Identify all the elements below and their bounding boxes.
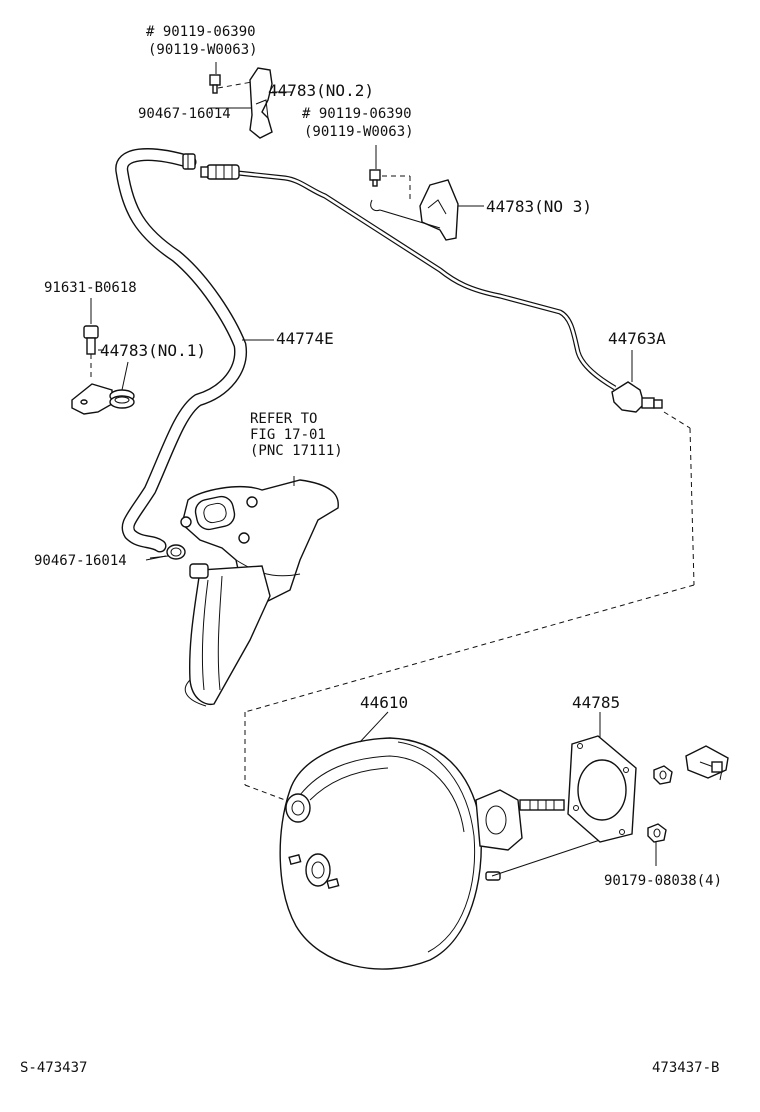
label-bolt-no3: # 90119-06390 bbox=[302, 106, 412, 122]
bracket-no3 bbox=[369, 145, 484, 241]
footer-right-code: 473437-B bbox=[652, 1060, 719, 1076]
label-bracket-no2: 44783(NO.2) bbox=[268, 81, 374, 100]
brake-booster-44610 bbox=[279, 711, 601, 970]
vacuum-pipe bbox=[237, 170, 617, 391]
hose-clip-top bbox=[182, 153, 196, 170]
label-clip-bottom: 90467-16014 bbox=[34, 553, 127, 569]
label-nut: 90179-08038(4) bbox=[604, 873, 722, 889]
label-bolt-no2-alt: (90119-W0063) bbox=[148, 42, 258, 58]
label-bolt-no3-alt: (90119-W0063) bbox=[304, 124, 414, 140]
intake-manifold bbox=[180, 476, 339, 707]
gasket-44785 bbox=[567, 712, 637, 843]
leader-lines bbox=[98, 339, 274, 561]
label-bolt-no1: 91631-B0618 bbox=[44, 280, 137, 296]
check-valve-44763a bbox=[244, 350, 695, 801]
label-refer-line1: REFER TO bbox=[250, 411, 317, 427]
label-valve: 44763A bbox=[608, 329, 666, 348]
label-refer-line2: FIG 17-01 bbox=[250, 427, 326, 443]
label-refer-line3: (PNC 17111) bbox=[250, 443, 343, 459]
label-booster: 44610 bbox=[360, 693, 408, 712]
footer-left-code: S-473437 bbox=[20, 1060, 87, 1076]
part-labels: # 90119-06390 (90119-W0063) 44783(NO.2) … bbox=[20, 24, 722, 1076]
label-bolt-no2: # 90119-06390 bbox=[146, 24, 256, 40]
bracket-no1 bbox=[71, 298, 135, 415]
nuts-and-clevis bbox=[647, 745, 729, 866]
bracket-no2 bbox=[209, 62, 292, 139]
label-bracket-no3: 44783(NO 3) bbox=[486, 197, 592, 216]
label-clip-top: 90467-16014 bbox=[138, 106, 231, 122]
pipe-connector bbox=[200, 164, 240, 180]
label-bracket-no1: 44783(NO.1) bbox=[100, 341, 206, 360]
label-hose: 44774E bbox=[276, 329, 334, 348]
label-gasket: 44785 bbox=[572, 693, 620, 712]
vacuum-hose-44774e bbox=[115, 148, 248, 553]
